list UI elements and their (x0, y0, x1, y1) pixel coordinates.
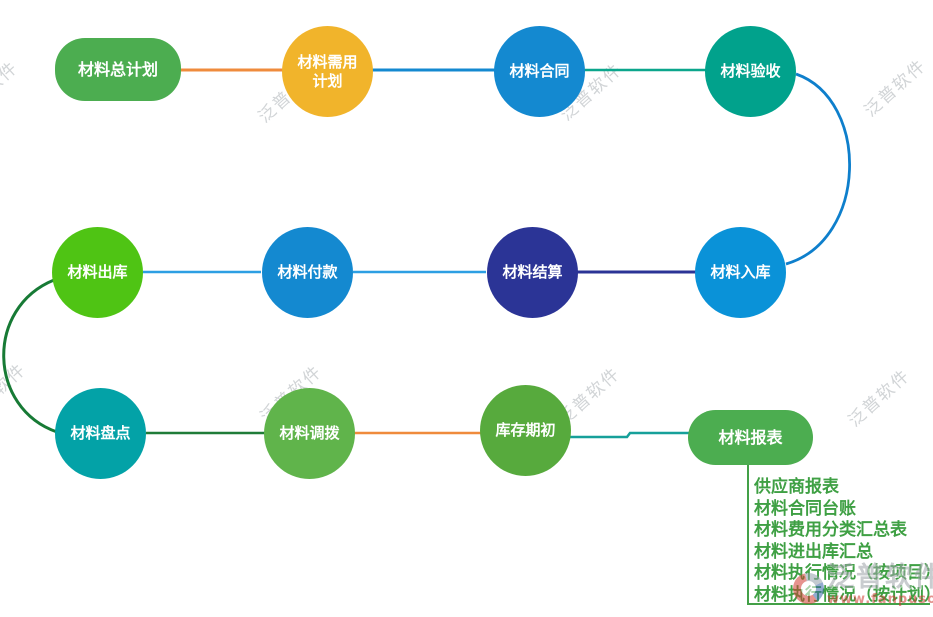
node-label: 材料报表 (718, 427, 783, 447)
node-material-inbound: 材料入库 (695, 227, 786, 318)
node-material-master-plan: 材料总计划 (55, 38, 181, 101)
node-material-transfer: 材料调拨 (264, 388, 355, 479)
node-label: 材料结算 (502, 263, 563, 282)
node-material-payment: 材料付款 (262, 227, 353, 318)
edge-initial-reports (569, 431, 689, 439)
node-material-reports: 材料报表 (688, 410, 813, 465)
node-label: 材料需用 计划 (297, 52, 358, 90)
node-material-acceptance: 材料验收 (705, 26, 796, 117)
node-label: 材料总计划 (77, 59, 158, 79)
node-label: 材料入库 (710, 263, 771, 282)
report-list: 供应商报表 材料合同台账 材料费用分类汇总表 材料进出库汇总 材料执行情况（按项… (754, 477, 933, 606)
report-list-item: 材料合同台账 (754, 498, 856, 519)
report-list-item: 材料执行情况（按项目） (754, 563, 933, 583)
report-list-item: 材料执行情况（按计划） (754, 584, 933, 605)
node-initial-inventory: 库存期初 (480, 385, 571, 476)
edge-outbound-stocktake (2, 278, 58, 434)
report-list-item: 材料费用分类汇总表 (754, 520, 907, 540)
node-material-requirement-plan: 材料需用 计划 (282, 26, 373, 117)
report-list-item: 供应商报表 (754, 477, 839, 497)
node-label: 材料验收 (720, 62, 781, 81)
node-label: 材料盘点 (70, 424, 131, 443)
node-label: 材料合同 (509, 62, 570, 81)
node-material-contract: 材料合同 (494, 26, 585, 117)
node-label: 材料出库 (67, 263, 128, 282)
node-label: 材料调拨 (279, 424, 340, 443)
edge-reports-list (747, 465, 930, 605)
edge-acceptance-inbound (785, 72, 851, 266)
node-material-outbound: 材料出库 (52, 227, 143, 318)
node-material-stocktake: 材料盘点 (55, 388, 146, 479)
node-material-settlement: 材料结算 (487, 227, 578, 318)
node-label: 库存期初 (495, 421, 556, 440)
report-list-item: 材料进出库汇总 (754, 541, 873, 562)
node-label: 材料付款 (277, 263, 338, 282)
